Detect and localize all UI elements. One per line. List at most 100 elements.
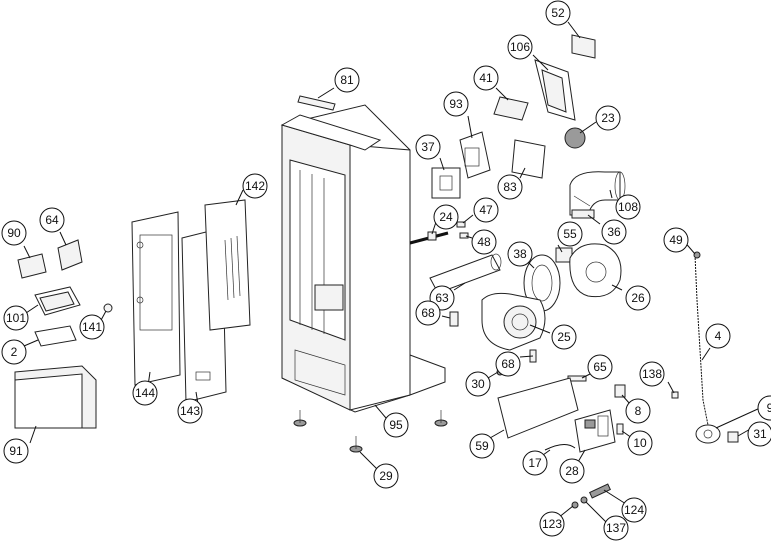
- callout-28: 28: [559, 458, 585, 484]
- callout-label: 141: [82, 320, 102, 334]
- callout-label: 137: [606, 521, 626, 535]
- callout-52: 52: [545, 0, 571, 26]
- part-138: [671, 391, 679, 399]
- part-36: [571, 209, 595, 219]
- bracket-59: [497, 377, 579, 439]
- callout-label: 23: [601, 111, 615, 125]
- duct-93: [459, 131, 491, 179]
- top-bracket: [297, 95, 336, 111]
- callout-108: 108: [615, 194, 641, 220]
- callout-label: 83: [503, 180, 517, 194]
- callout-91: 91: [3, 438, 29, 464]
- callout-2: 2: [1, 339, 27, 365]
- callout-106: 106: [507, 34, 533, 60]
- screw-137: [580, 496, 588, 504]
- gasket-2: [34, 325, 77, 347]
- wire-17: [544, 444, 576, 451]
- callout-label: 91: [9, 444, 23, 458]
- callout-label: 41: [479, 71, 493, 85]
- callout-55: 55: [557, 221, 583, 247]
- callout-26: 26: [625, 285, 651, 311]
- clip-47: [456, 221, 466, 228]
- callout-142: 142: [242, 173, 268, 199]
- control-board-28: [574, 409, 616, 453]
- callout-label: 37: [421, 140, 435, 154]
- callout-label: 25: [557, 330, 571, 344]
- callout-9: 9: [757, 395, 771, 421]
- bracket-106: [534, 59, 576, 121]
- part-31: [727, 431, 739, 443]
- base-box-91: [14, 365, 97, 429]
- screw-123: [571, 501, 579, 509]
- callout-101: 101: [3, 305, 29, 331]
- callout-59: 59: [469, 433, 495, 459]
- callout-label: 124: [624, 503, 644, 517]
- callout-4: 4: [705, 323, 731, 349]
- blower-26: [569, 243, 622, 298]
- callout-124: 124: [621, 497, 647, 523]
- callout-label: 52: [551, 6, 565, 20]
- callout-23: 23: [595, 105, 621, 131]
- callout-label: 48: [477, 235, 491, 249]
- callout-label: 17: [528, 456, 542, 470]
- callout-label: 38: [513, 247, 527, 261]
- callout-label: 8: [635, 404, 642, 418]
- callout-83: 83: [497, 174, 523, 200]
- callout-123: 123: [539, 511, 565, 537]
- callout-29: 29: [373, 463, 399, 489]
- callout-138: 138: [639, 361, 665, 387]
- callout-label: 29: [379, 469, 393, 483]
- callout-label: 65: [593, 360, 607, 374]
- door-panel-144: [131, 211, 181, 386]
- callout-label: 81: [340, 73, 354, 87]
- tray-101: [34, 286, 81, 316]
- callout-label: 31: [753, 427, 767, 441]
- callout-label: 55: [563, 227, 577, 241]
- callout-90: 90: [1, 220, 27, 246]
- cabinet-frame: [280, 104, 446, 413]
- callout-label: 95: [389, 418, 403, 432]
- callout-144: 144: [132, 380, 158, 406]
- callout-30: 30: [465, 371, 491, 397]
- callout-41: 41: [473, 65, 499, 91]
- callout-68a: 68: [415, 300, 441, 326]
- callout-label: 28: [565, 464, 579, 478]
- part-52: [571, 34, 596, 59]
- callout-48: 48: [471, 229, 497, 255]
- callout-81: 81: [334, 67, 360, 93]
- callout-label: 142: [245, 179, 265, 193]
- part-10: [616, 423, 624, 435]
- gasket-ring-38: [523, 254, 561, 312]
- callout-label: 63: [435, 291, 449, 305]
- callout-8: 8: [625, 398, 651, 424]
- fitting-124: [589, 483, 611, 499]
- clip-68a: [449, 311, 459, 327]
- callout-label: 68: [501, 357, 515, 371]
- callout-143: 143: [177, 398, 203, 424]
- callout-65: 65: [587, 354, 613, 380]
- callout-label: 36: [607, 225, 621, 239]
- callout-label: 143: [180, 404, 200, 418]
- chain-4: [694, 254, 709, 426]
- callout-label: 93: [449, 97, 463, 111]
- callout-label: 24: [439, 210, 453, 224]
- callout-25: 25: [551, 324, 577, 350]
- motor-23: [564, 127, 586, 149]
- callout-label: 47: [479, 203, 493, 217]
- callout-64: 64: [39, 207, 65, 233]
- callout-47: 47: [473, 197, 499, 223]
- callout-label: 101: [6, 311, 26, 325]
- callout-label: 138: [642, 367, 662, 381]
- callout-label: 108: [618, 200, 638, 214]
- callout-label: 2: [11, 345, 18, 359]
- callout-label: 49: [669, 233, 683, 247]
- callout-17: 17: [522, 450, 548, 476]
- plate-37: [431, 167, 461, 199]
- callout-label: 123: [542, 517, 562, 531]
- callout-label: 68: [421, 306, 435, 320]
- callout-label: 106: [510, 40, 530, 54]
- part-49: [693, 251, 701, 259]
- control-panel-142: [204, 199, 251, 331]
- callout-95: 95: [383, 412, 409, 438]
